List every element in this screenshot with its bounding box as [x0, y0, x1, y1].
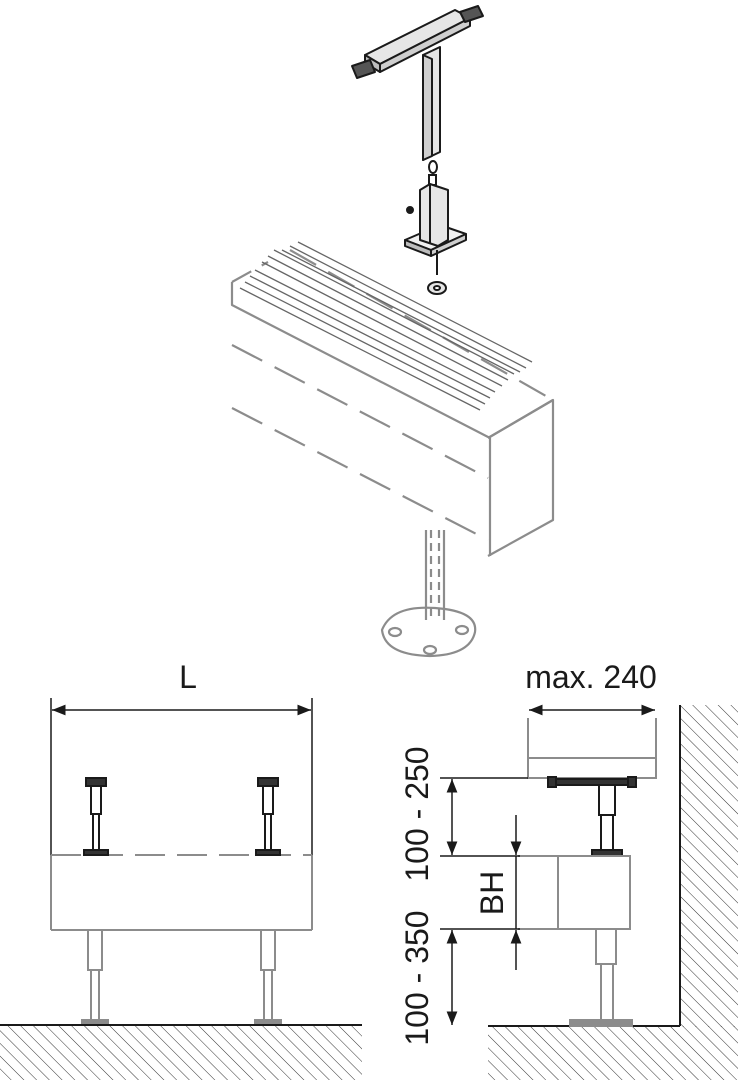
bottom-clearance-label: 100 - 350: [399, 910, 435, 1045]
side-wall-hatch: [680, 705, 738, 1027]
front-view: L: [0, 659, 362, 1080]
front-convector-box: [50, 854, 313, 931]
isometric-view: [230, 5, 555, 658]
connector-pieces: [428, 160, 438, 186]
side-bracket: [547, 776, 637, 857]
max-depth-label: max. 240: [525, 659, 657, 695]
front-upper-bracket-left: [83, 777, 109, 856]
front-foot-left: [81, 929, 109, 1026]
body-height-label: BH: [474, 871, 510, 915]
length-label: L: [179, 659, 197, 695]
front-floor-hatch: [0, 1025, 362, 1080]
top-clearance-label: 100 - 250: [399, 746, 435, 881]
t-bracket-part: [351, 5, 484, 161]
top-grille: [239, 241, 533, 411]
side-view: max. 240 100 - 250: [399, 659, 738, 1080]
side-convector-box: [518, 855, 631, 930]
side-foot: [569, 928, 633, 1027]
front-foot-right: [254, 929, 282, 1026]
side-top-box: [527, 718, 657, 779]
mounting-sleeve: [404, 183, 467, 295]
convector-body: [230, 241, 555, 658]
front-upper-bracket-right: [255, 777, 281, 856]
side-floor-hatch: [488, 1026, 738, 1080]
